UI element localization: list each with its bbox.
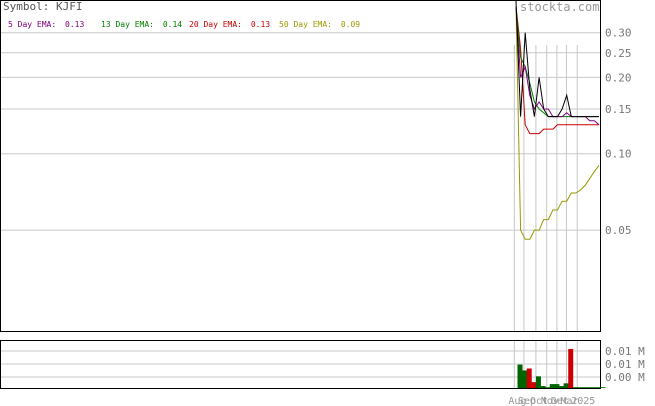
legend-5day-label: 5 Day EMA: <box>8 20 56 29</box>
volume-tick-label: 0.00 M <box>605 371 645 384</box>
volume-bar <box>586 387 592 388</box>
volume-gridlines <box>1 350 600 378</box>
x-tick-label: Mar <box>560 396 578 406</box>
legend-13day-value: 0.14 <box>163 20 182 29</box>
legend-13day-ema: 13 Day EMA: 0.14 <box>101 20 182 29</box>
volume-bar <box>577 387 583 388</box>
series-line-50-day-ema <box>515 6 600 240</box>
price-tick-label: 0.05 <box>605 224 632 237</box>
series-line-price <box>515 0 599 118</box>
volume-axis-ticks: 0.01 M0.01 M0.00 M <box>605 345 645 384</box>
legend-50day-label: 50 Day EMA: <box>279 20 332 29</box>
legend-13day-label: 13 Day EMA: <box>101 20 154 29</box>
x-tick-label: Sep <box>518 396 536 406</box>
volume-bar <box>591 387 597 388</box>
x-tick-label: Oct <box>530 396 548 406</box>
legend-50day-ema: 50 Day EMA: 0.09 <box>279 20 360 29</box>
x-tick-label: Dec <box>551 396 569 406</box>
legend-5day-value: 0.13 <box>65 20 84 29</box>
legend-5day-ema: 5 Day EMA: 0.13 <box>8 20 84 29</box>
volume-bar <box>531 382 537 388</box>
price-axis-ticks: 0.30 0.25 0.20 0.15 0.10 0.05 <box>605 27 632 237</box>
volume-bar <box>545 387 551 388</box>
price-gridlines <box>1 32 600 231</box>
price-tick-label: 0.10 <box>605 148 632 161</box>
volume-bars <box>517 349 606 388</box>
watermark: stockta.com <box>520 0 599 14</box>
volume-bar <box>535 376 541 388</box>
volume-bar <box>517 364 523 388</box>
legend-50day-value: 0.09 <box>341 20 360 29</box>
symbol-label: Symbol: KJFI <box>3 0 82 13</box>
x-tick-label: 2025 <box>571 396 595 406</box>
volume-bar <box>568 349 574 388</box>
volume-bar <box>540 386 546 388</box>
legend: 5 Day EMA: 0.13 13 Day EMA: 0.14 20 Day … <box>8 20 360 29</box>
volume-bar <box>522 370 528 388</box>
series-line-20-day-ema <box>515 6 599 135</box>
price-tick-label: 0.30 <box>605 27 632 40</box>
x-tick-label: Nov <box>541 396 559 406</box>
volume-bar <box>526 368 532 388</box>
legend-20day-label: 20 Day EMA: <box>189 20 242 29</box>
volume-bar <box>595 387 601 388</box>
price-tick-label: 0.15 <box>605 103 632 116</box>
volume-bar <box>572 387 578 388</box>
legend-20day-value: 0.13 <box>251 20 270 29</box>
volume-bar <box>554 384 560 388</box>
volume-bar <box>563 383 569 388</box>
price-tick-label: 0.25 <box>605 47 632 60</box>
volume-tick-label: 0.01 M <box>605 358 645 371</box>
price-series <box>515 0 600 240</box>
volume-bar <box>559 386 564 388</box>
volume-bar <box>549 384 555 388</box>
price-panel-frame <box>0 0 601 332</box>
legend-20day-ema: 20 Day EMA: 0.13 <box>189 20 270 29</box>
volume-bar <box>582 387 588 388</box>
x-tick-label: Aug <box>508 396 526 406</box>
volume-tick-label: 0.01 M <box>605 345 645 358</box>
volume-bar <box>600 387 606 388</box>
price-tick-label: 0.20 <box>605 71 632 84</box>
